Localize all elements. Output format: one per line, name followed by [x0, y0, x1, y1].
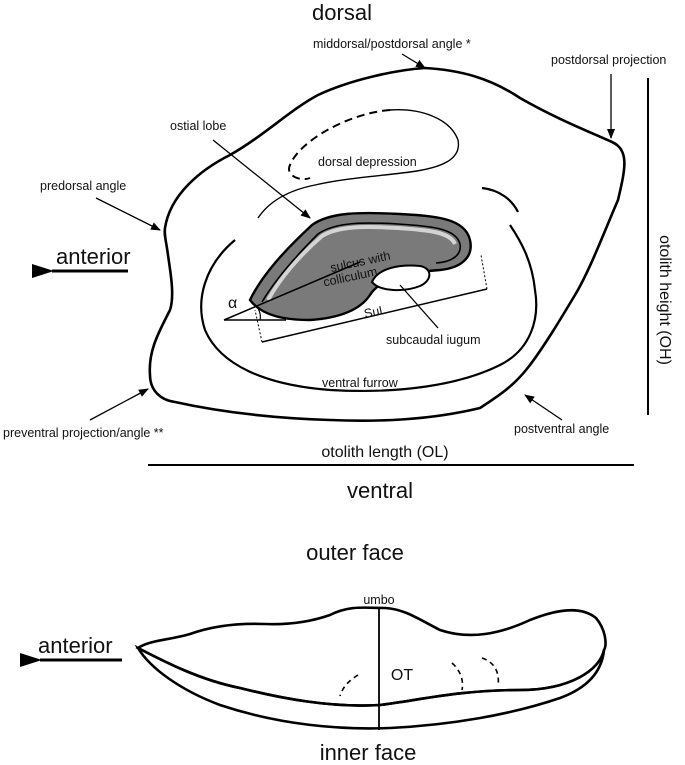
ot-label: OT	[391, 667, 413, 684]
subcaudal-iugum	[370, 264, 431, 292]
alpha-arc	[255, 305, 261, 321]
sul-right-tick	[480, 254, 488, 290]
preventral-projection-label: preventral projection/angle **	[3, 426, 164, 440]
otolith-outline	[148, 66, 626, 422]
sulcus-rim	[248, 211, 472, 322]
preventral-projection-arrow	[89, 388, 149, 421]
umbo-label: umbo	[363, 593, 394, 607]
dorsal-depression-line	[257, 109, 460, 219]
subcaudal-iugum-label: subcaudal iugum	[386, 333, 481, 347]
alpha-label: α	[228, 295, 237, 312]
profile-sulcus-left	[339, 674, 359, 697]
anterior-label-bottom: anterior	[38, 633, 113, 658]
postdorsal-projection-label: postdorsal projection	[551, 53, 666, 67]
dorsal-depression-dashed	[288, 109, 391, 181]
middorsal-angle-label: middorsal/postdorsal angle *	[313, 37, 471, 51]
inner-face-label: inner face	[320, 740, 417, 765]
ventral-label: ventral	[347, 478, 413, 503]
otolith-length-label: otolith length (OL)	[321, 444, 448, 461]
profile-sulcus-mid	[451, 662, 464, 691]
ostial-lobe-pointer	[212, 139, 311, 219]
sul-label: SuL	[363, 303, 388, 321]
ostial-lobe-rim	[266, 224, 457, 301]
predorsal-angle-label: predorsal angle	[40, 179, 126, 193]
sul-measure-line	[261, 288, 488, 343]
outer-face-label: outer face	[306, 540, 404, 565]
ostial-lobe-label: ostial lobe	[170, 119, 226, 133]
predorsal-angle-arrow	[95, 197, 161, 231]
postventral-angle-label: postventral angle	[514, 422, 609, 436]
alpha-line-diagonal	[223, 261, 361, 321]
sul-left-tick	[254, 309, 263, 343]
ventral-furrow-dorsal-arc	[481, 186, 519, 213]
anterior-label-top: anterior	[56, 244, 131, 269]
middorsal-angle-arrow	[401, 53, 426, 69]
ventral-furrow-label: ventral furrow	[322, 376, 399, 390]
postventral-angle-arrow	[524, 394, 563, 421]
otolith-height-label: otolith height (OH)	[656, 235, 673, 365]
profile-outer-face	[135, 606, 607, 707]
dorsal-label: dorsal	[312, 0, 372, 25]
profile-sulcus-right	[481, 657, 500, 687]
dorsal-depression-label: dorsal depression	[318, 155, 417, 169]
ventral-furrow	[200, 224, 538, 393]
sulcus-inner	[261, 222, 461, 303]
subcaudal-iugum-pointer	[399, 284, 439, 329]
